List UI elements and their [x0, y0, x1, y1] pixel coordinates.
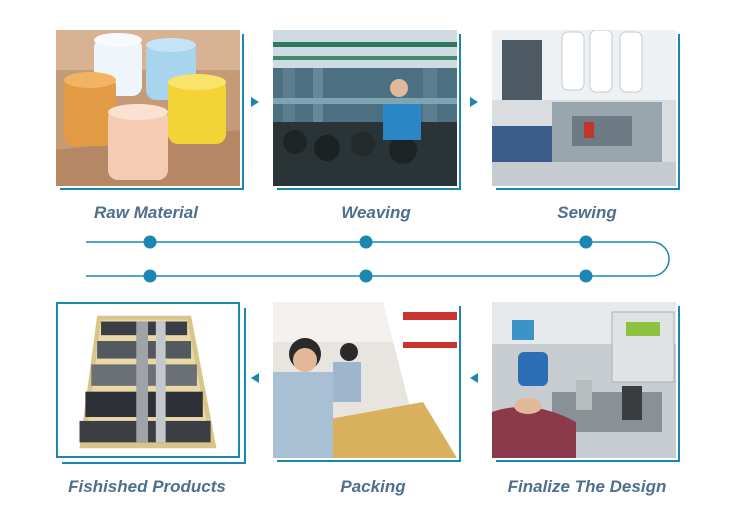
finalize-design-step — [492, 302, 680, 462]
arrow-left-icon — [470, 373, 478, 383]
weaving-photo — [273, 30, 457, 186]
frame — [60, 34, 244, 190]
finished-products-photo — [56, 302, 240, 458]
timeline-node — [359, 235, 373, 249]
raw-material-step — [56, 30, 244, 190]
arrow-left-icon — [251, 373, 259, 383]
finalize-design-photo — [492, 302, 676, 458]
step-label-weaving: Weaving — [341, 203, 411, 222]
sewing-photo — [492, 30, 676, 186]
timeline-node — [359, 269, 373, 283]
arrow-right-icon — [251, 97, 259, 107]
frame — [62, 308, 246, 464]
frame — [496, 34, 680, 190]
weaving-step — [273, 30, 461, 190]
timeline-node — [579, 235, 593, 249]
raw-material-photo — [56, 30, 240, 186]
step-label-raw-material: Raw Material — [94, 203, 198, 222]
sewing-step — [492, 30, 680, 190]
arrow-right-icon — [470, 97, 478, 107]
timeline-node — [143, 235, 157, 249]
timeline-node — [579, 269, 593, 283]
step-label-finished-products: Fishished Products — [68, 477, 226, 496]
timeline-node — [143, 269, 157, 283]
frame — [277, 306, 461, 462]
packing-photo — [273, 302, 457, 458]
frame — [496, 306, 680, 462]
step-label-finalize-design: Finalize The Design — [507, 477, 667, 496]
packing-step — [273, 302, 461, 462]
step-label-packing: Packing — [340, 477, 406, 496]
timeline-path — [86, 241, 670, 277]
finished-products-step — [56, 302, 246, 464]
step-label-sewing: Sewing — [557, 203, 617, 222]
frame — [277, 34, 461, 190]
